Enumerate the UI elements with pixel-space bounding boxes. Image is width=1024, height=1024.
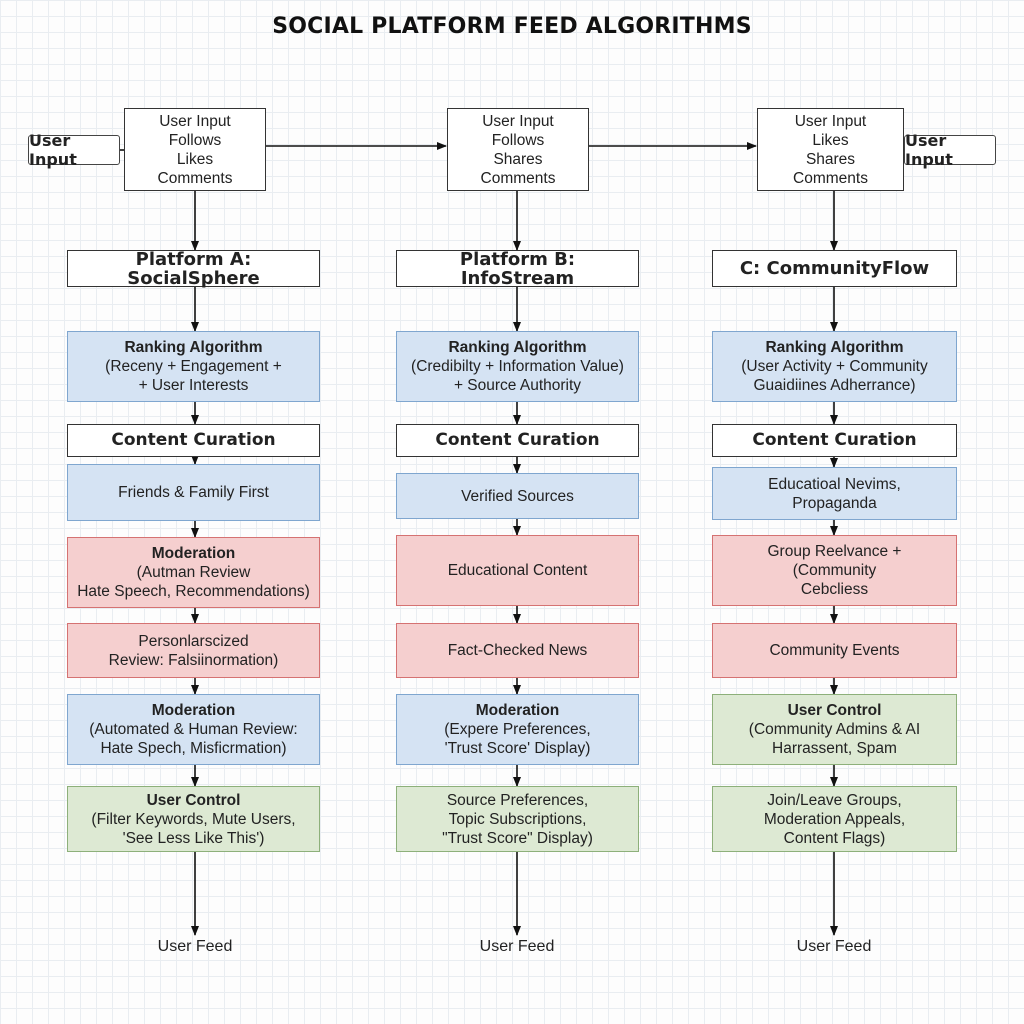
platform-label: Platform B: InfoStream [459,248,576,289]
box-line: Topic Subscriptions, [448,810,587,828]
box-line: Cebcliess [800,581,869,598]
col-b-user-control-box: Source Preferences,Topic Subscriptions,"… [396,786,639,852]
box-heading: Moderation [475,702,560,719]
box-line: 'See Less Like This') [122,829,265,847]
box-line: (Filter Keywords, Mute Users, [91,810,296,828]
input-line: Likes [812,131,849,149]
col-a-platform-box: Platform A: SocialSphere [67,248,320,289]
platform-label: Platform A: SocialSphere [127,248,260,289]
col-c-moderation-box: User Control (Community Admins & AI Harras… [712,694,957,765]
col-b-ranking-box: Ranking Algorithm (Credibilty + Informati… [396,331,639,402]
box-line: Community Events [769,642,900,659]
input-line: Follows [168,131,222,149]
box-line: (Community [792,562,877,579]
box-line: (Automated & Human Review: [89,721,298,738]
col-a-curation-box: Friends & Family First [67,464,320,521]
input-line: Comments [157,169,233,187]
input-line: User Input [794,112,867,130]
diagram-title: SOCIAL PLATFORM FEED ALGORITHMS [272,14,752,39]
box-heading: User Control [787,702,882,719]
col-b-user-feed: User Feed [479,938,555,955]
col-a-user-control-box: User Control(Filter Keywords, Mute Users… [67,786,320,852]
box-line: Source Preferences, [446,791,589,809]
box-line: (Expere Preferences, [444,721,591,738]
box-heading: Moderation [151,702,236,719]
col-b-curation-header: Content Curation [396,424,639,457]
box-line: (User Activity + Community [741,358,928,375]
input-line: Shares [493,150,543,168]
box-line: (Community Admins & AI [748,721,921,738]
curation-label: Content Curation [111,430,276,450]
col-a-curation-header: Content Curation [67,424,320,457]
input-line: Follows [491,131,545,149]
box-line: Propaganda [792,494,877,512]
curation-label: Content Curation [752,430,917,450]
box-line: + User Interests [138,377,249,394]
box-line: 'Trust Score' Display) [444,740,591,757]
box-line: (Receny + Engagement + [105,358,282,375]
box-line: Personlarscized [138,632,249,650]
box-heading: Ranking Algorithm [765,339,904,356]
box-line: (Credibilty + Information Value) [411,358,624,375]
box-line: Educatioal Nevims, [768,475,901,493]
box-heading: Ranking Algorithm [448,339,587,356]
box-line: (Autman Review [136,564,251,581]
box-line: Review: Falsiinormation) [108,651,279,669]
col-a-user-feed: User Feed [157,938,233,955]
box-line: Harrassent, Spam [772,740,897,757]
col-b-moderation-box-1: Educational Content [396,535,639,606]
box-line: Join/Leave Groups, [767,791,902,809]
input-line: User Input [482,112,554,130]
col-c-curation-header: Content Curation [712,424,957,457]
input-line: User Input [159,112,231,130]
box-line: Group Reelvance + [767,543,902,560]
input-line: Shares [805,150,856,168]
input-line: Likes [176,150,214,168]
col-c-curation-box: Educatioal Nevims,Propaganda [712,467,957,520]
box-line: Hate Speech, Recommendations) [77,583,310,600]
col-c-user-control-box: Join/Leave Groups,Moderation Appeals,Con… [712,786,957,852]
col-c-moderation-box-2: Community Events [712,623,957,678]
input-line: Comments [480,169,556,187]
box-line: Hate Spech, Misficrmation) [100,740,287,757]
input-line: Comments [793,169,868,187]
box-heading: Moderation [151,545,236,562]
col-c-platform-box: C: CommunityFlow [712,250,957,287]
box-line: Verified Sources [461,487,574,505]
side-tag-right: User Input [904,131,996,169]
box-line: + Source Authority [453,377,582,394]
col-c-ranking-box: Ranking Algorithm (User Activity + Commun… [712,331,957,402]
curation-label: Content Curation [435,430,600,450]
col-b-moderation-box-2: Fact-Checked News [396,623,639,678]
side-tag-left: User Input [28,131,120,169]
box-heading: User Control [146,791,241,809]
col-b-platform-box: Platform B: InfoStream [396,248,639,289]
box-line: Friends & Family First [118,484,269,501]
box-line: Fact-Checked News [447,642,588,659]
platform-label: C: CommunityFlow [739,258,930,279]
col-b-moderation-box: Moderation (Expere Preferences, 'Trust Sco… [396,694,639,765]
box-line: Guaidiines Adherrance) [753,377,916,394]
box-line: Content Flags) [783,829,886,847]
box-heading: Ranking Algorithm [124,339,263,356]
col-a-moderation-box: Moderation (Automated & Human Review: Hate… [67,694,320,765]
box-line: "Trust Score" Display) [442,829,593,847]
box-line: Moderation Appeals, [763,810,906,828]
box-line: Educational Content [447,562,588,579]
col-b-curation-box: Verified Sources [396,473,639,519]
col-a-ranking-box: Ranking Algorithm (Receny + Engagement + +… [67,331,320,402]
col-c-user-feed: User Feed [796,938,872,955]
